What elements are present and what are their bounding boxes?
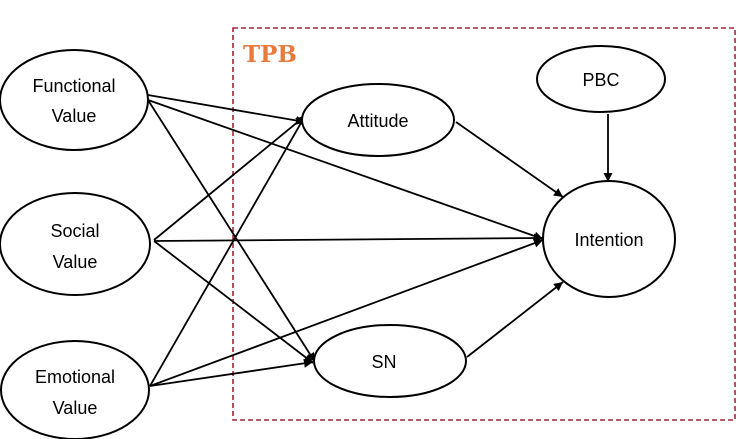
emotional-value-label-line1: Emotional	[35, 367, 115, 387]
edge-social-value-to-sn	[153, 240, 314, 364]
sn-ellipse	[313, 324, 467, 398]
edges-layer	[147, 94, 613, 387]
intention-label: Intention	[574, 230, 643, 250]
social-value-ellipse	[0, 192, 151, 296]
emotional-value-label-line2: Value	[53, 398, 98, 418]
edge-social-value-to-attitude	[153, 115, 306, 241]
edge-emotional-value-to-sn	[149, 358, 314, 387]
edge-emotional-value-to-intention	[149, 238, 544, 387]
attitude-label: Attitude	[347, 111, 408, 131]
edge-functional-value-to-sn	[147, 99, 316, 363]
edge-functional-value-to-attitude	[147, 94, 306, 125]
intention-ellipse	[542, 180, 676, 298]
node-social-value: Social Value	[0, 192, 151, 296]
edge-social-value-to-intention	[153, 233, 544, 243]
pbc-ellipse	[536, 45, 666, 113]
edge-attitude-to-intention	[455, 121, 564, 198]
node-functional-value: Functional Value	[0, 49, 149, 151]
functional-value-ellipse	[0, 49, 149, 151]
social-value-label-line2: Value	[53, 252, 98, 272]
edge-emotional-value-to-attitude	[149, 115, 306, 387]
node-intention: Intention	[542, 180, 676, 298]
sn-label: SN	[371, 352, 396, 372]
node-emotional-value: Emotional Value	[0, 340, 150, 439]
attitude-ellipse	[301, 83, 455, 157]
edge-sn-to-intention	[466, 281, 564, 358]
tpb-boundary-box	[232, 27, 736, 421]
node-pbc: PBC	[536, 45, 666, 113]
tpb-label: TPB	[243, 41, 297, 68]
node-attitude: Attitude	[301, 83, 455, 157]
pbc-label: PBC	[582, 70, 619, 90]
social-value-label-line1: Social	[50, 221, 99, 241]
emotional-value-ellipse	[0, 340, 150, 439]
node-sn: SN	[313, 324, 467, 398]
functional-value-label-line1: Functional	[32, 76, 115, 96]
functional-value-label-line2: Value	[52, 106, 97, 126]
edge-functional-value-to-intention	[147, 99, 544, 241]
